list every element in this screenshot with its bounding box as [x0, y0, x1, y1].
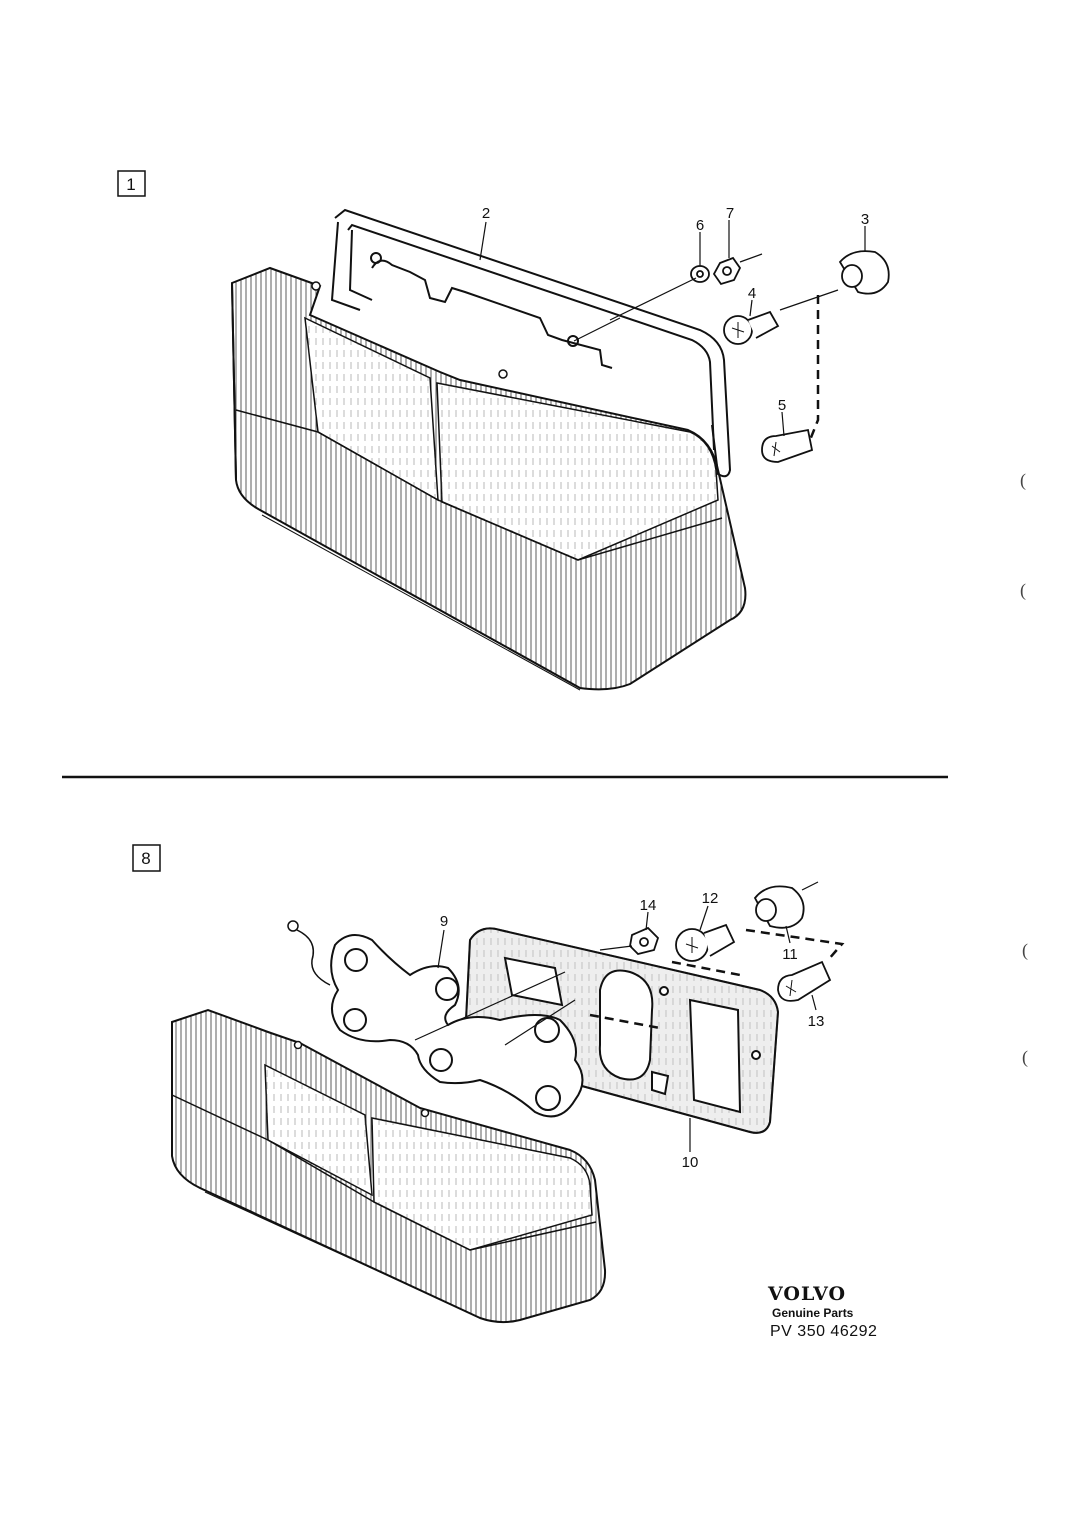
bulb-5 [761, 428, 814, 463]
callout-10: 10 [682, 1154, 699, 1171]
bulb-holder-plate-10 [464, 927, 780, 1134]
section-8-box: 8 [132, 844, 161, 872]
ground-wire [287, 920, 331, 986]
bulb-12 [675, 923, 736, 962]
margin-mark: ( [1020, 580, 1026, 600]
callout-4: 4 [748, 285, 756, 302]
callout-6: 6 [696, 217, 704, 234]
nut-7 [712, 256, 742, 286]
bulb-13 [777, 960, 832, 1002]
bulb-holder-3 [838, 250, 890, 295]
section-1-box: 1 [117, 170, 146, 197]
bulb-holder-11 [753, 885, 805, 929]
wire-dashed-8 [589, 928, 845, 1030]
callout-3: 3 [861, 211, 869, 228]
wire-dashed-1 [808, 295, 820, 441]
callout-7: 7 [726, 205, 734, 222]
grommet-14 [629, 926, 660, 955]
section-8-number: 8 [141, 849, 150, 868]
callout-14: 14 [640, 897, 657, 914]
margin-mark: ( [1022, 1047, 1028, 1067]
tail-lamp-housing-1 [230, 266, 747, 691]
callout-2: 2 [482, 205, 490, 222]
callout-9: 9 [440, 913, 448, 930]
callout-13: 13 [808, 1013, 825, 1030]
margin-mark: ( [1022, 940, 1028, 960]
tail-lamp-housing-8 [171, 1008, 607, 1324]
margin-mark: ( [1020, 470, 1026, 490]
volvo-logo: VOLVO [768, 1283, 847, 1305]
gasket-9 [330, 934, 584, 1118]
callout-5: 5 [778, 397, 786, 414]
section-1-number: 1 [126, 175, 135, 194]
brand-subtitle: Genuine Parts [772, 1306, 854, 1320]
bulb-4 [723, 310, 780, 345]
callout-11: 11 [782, 946, 798, 963]
leader-lines-8 [414, 881, 819, 1152]
gasket-frame-2 [330, 208, 732, 478]
part-code: PV 350 46292 [770, 1323, 878, 1340]
leader-lines-1 [479, 220, 866, 437]
callout-12: 12 [702, 890, 719, 907]
